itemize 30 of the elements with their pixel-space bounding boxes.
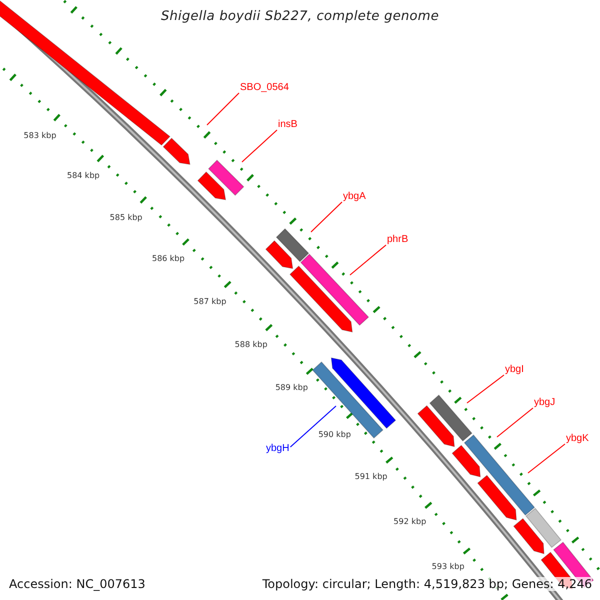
position-label: 585 kbp [110,212,142,223]
gene-label: ybgJ [534,397,556,409]
position-label: 590 kbp [318,430,351,440]
position-label: 591 kbp [354,472,388,482]
leader-line [242,130,278,162]
gene-label: ybgK [566,433,589,445]
gene-label: ybgH [266,443,290,455]
leader-line [496,408,534,438]
leader-line [290,406,336,448]
title: Shigella boydii Sb227, complete genome [160,9,440,24]
footer-text: Accession: NC_007613 [9,577,146,591]
position-label: 587 kbp [194,296,226,307]
gene-label: insB [278,119,298,131]
gene-label: ybgI [505,364,524,376]
position-label: 588 kbp [234,340,268,350]
position-label: 584 kbp [67,171,100,182]
gene-label: phrB [387,234,408,246]
position-label: 593 kbp [432,562,464,572]
leader-line [466,374,504,404]
position-label: 592 kbp [394,516,426,527]
footer-text: Topology: circular; Length: 4,519,823 bp; Genes: 4,246 [262,577,592,591]
position-label: 586 kbp [152,254,185,264]
gene-label: SBO_0564 [240,82,289,94]
leader-line [206,92,240,126]
leader-line [310,202,342,232]
gene-label: ybgA [343,191,366,203]
position-label: 583 kbp [24,130,56,141]
leader-line [350,244,386,276]
position-label: 589 kbp [275,383,308,394]
leader-line [528,444,566,474]
